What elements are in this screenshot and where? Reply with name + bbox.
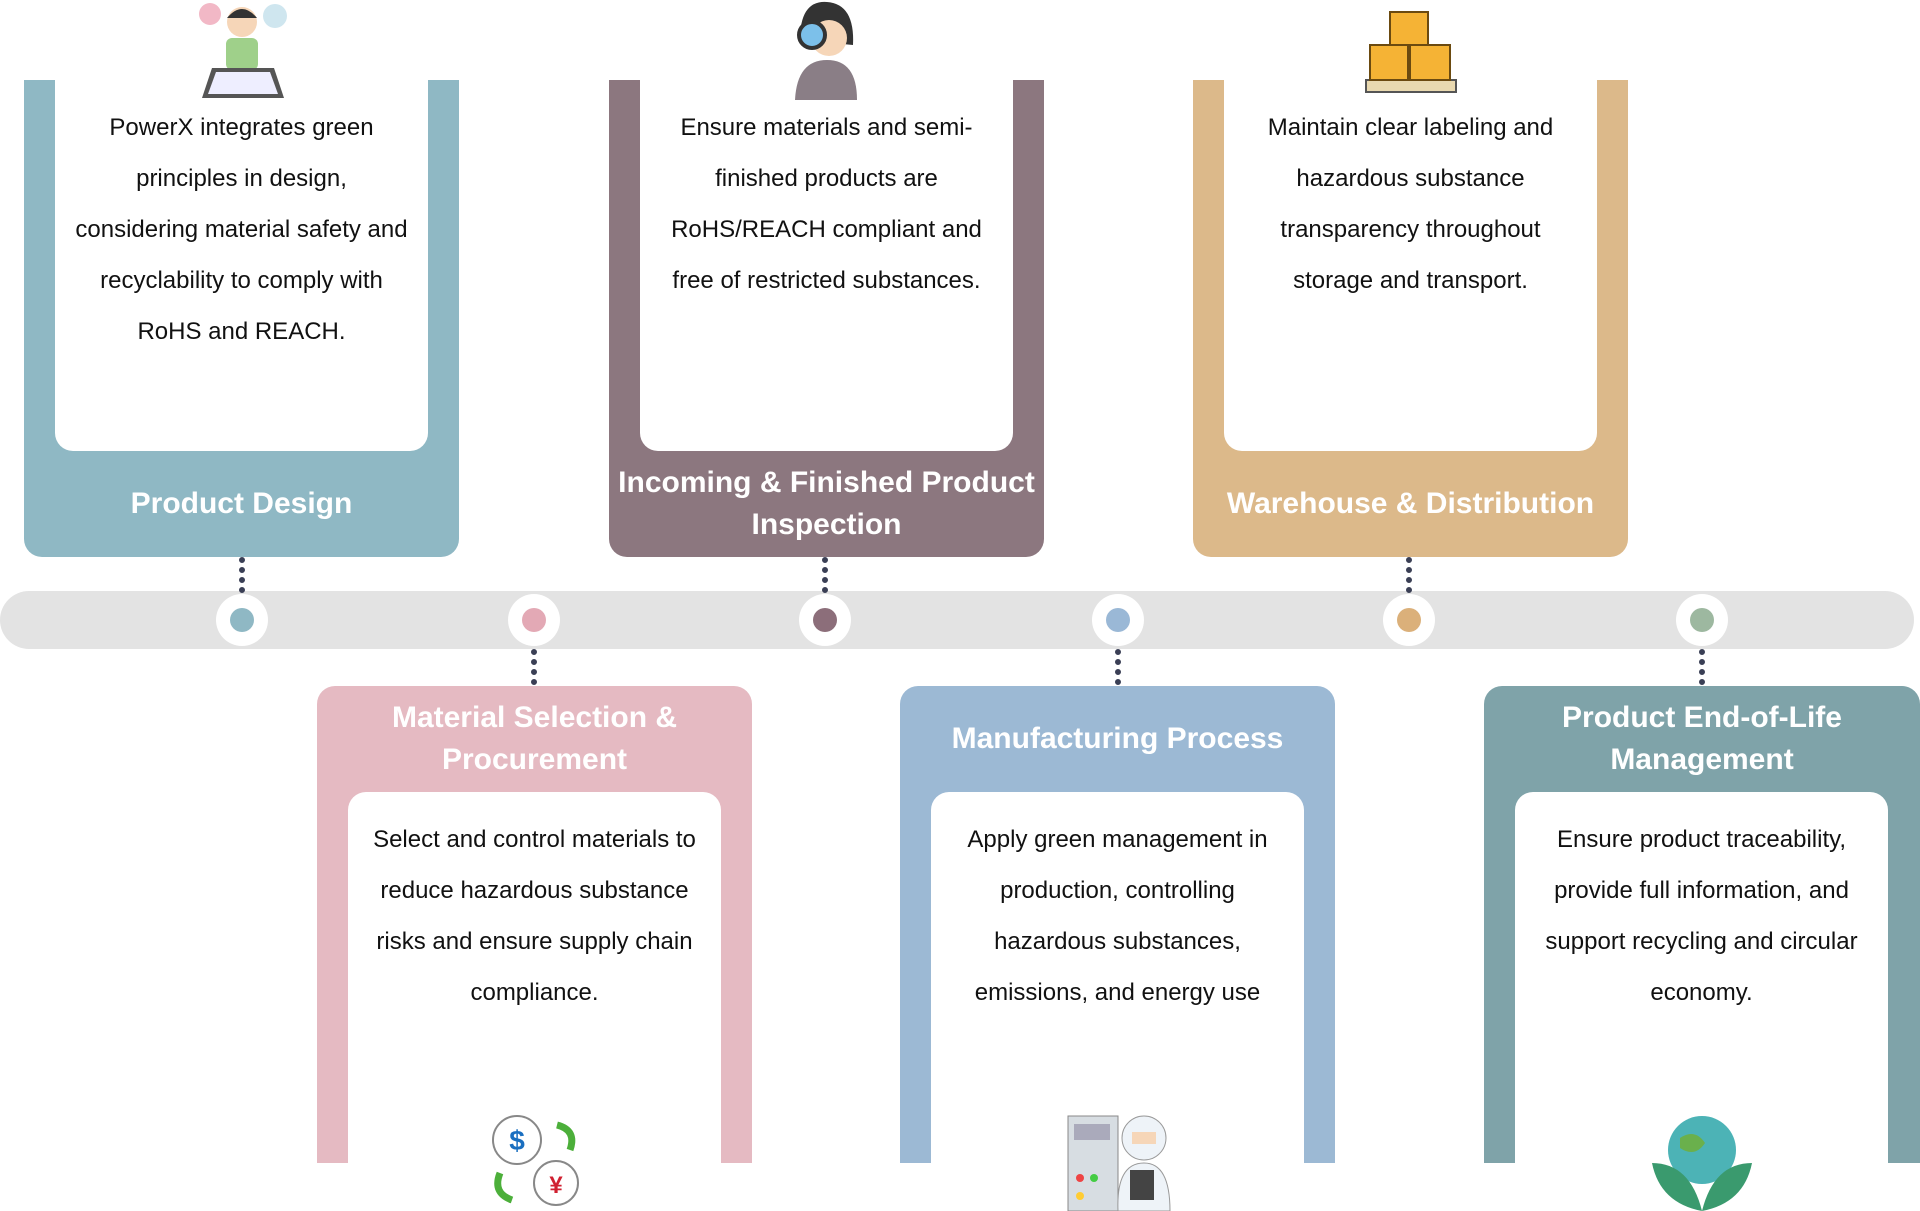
- connector: [1115, 649, 1121, 685]
- stage-title: Manufacturing Process: [951, 722, 1284, 755]
- designer-icon: [199, 3, 287, 98]
- globe-leaf-icon: [1652, 1116, 1752, 1211]
- stage-description: PowerX integrates green principles in de…: [55, 80, 428, 451]
- stage-card-inspection: Ensure materials and semi-finished produ…: [609, 80, 1044, 557]
- money-exchange-icon: $ ¥: [492, 1115, 579, 1206]
- stage-title: Incoming & Finished Product Inspection: [618, 466, 1035, 541]
- timeline-node: [508, 594, 560, 646]
- connector: [1406, 557, 1412, 593]
- timeline-node: [1092, 594, 1144, 646]
- connector: [1699, 649, 1705, 685]
- stage-description: Ensure materials and semi-finished produ…: [640, 80, 1013, 451]
- timeline-bar: [0, 591, 1914, 649]
- boxes-pallet-icon: [1365, 11, 1457, 93]
- stage-description: Apply green management in production, co…: [931, 792, 1304, 1163]
- stage-title: Warehouse & Distribution: [1226, 487, 1595, 520]
- svg-text:¥: ¥: [549, 1172, 563, 1199]
- stage-card-product-design: PowerX integrates green principles in de…: [24, 80, 459, 557]
- timeline-node: [216, 594, 268, 646]
- timeline-node: [799, 594, 851, 646]
- stage-description: Select and control materials to reduce h…: [348, 792, 721, 1163]
- stage-title: Product Design: [130, 487, 353, 520]
- connector: [239, 557, 245, 593]
- connector: [822, 557, 828, 593]
- stage-description: Maintain clear labeling and hazardous su…: [1224, 80, 1597, 451]
- stage-description: Ensure product traceability, provide ful…: [1515, 792, 1888, 1163]
- stage-card-manufacturing: Manufacturing Process Apply green manage…: [900, 686, 1335, 1163]
- timeline-node: [1383, 594, 1435, 646]
- timeline-node: [1676, 594, 1728, 646]
- stage-card-warehouse: Maintain clear labeling and hazardous su…: [1193, 80, 1628, 557]
- connector: [531, 649, 537, 685]
- factory-worker-icon: [1067, 1115, 1171, 1211]
- inspector-magnifier-icon: [795, 1, 857, 100]
- svg-text:$: $: [509, 1125, 525, 1156]
- stage-title: Material Selection & Procurement: [391, 701, 678, 776]
- stage-card-material-selection: Material Selection & Procurement Select …: [317, 686, 752, 1163]
- stage-title: Product End-of-Life Management: [1562, 701, 1842, 776]
- stage-card-end-of-life: Product End-of-Life Management Ensure pr…: [1484, 686, 1920, 1163]
